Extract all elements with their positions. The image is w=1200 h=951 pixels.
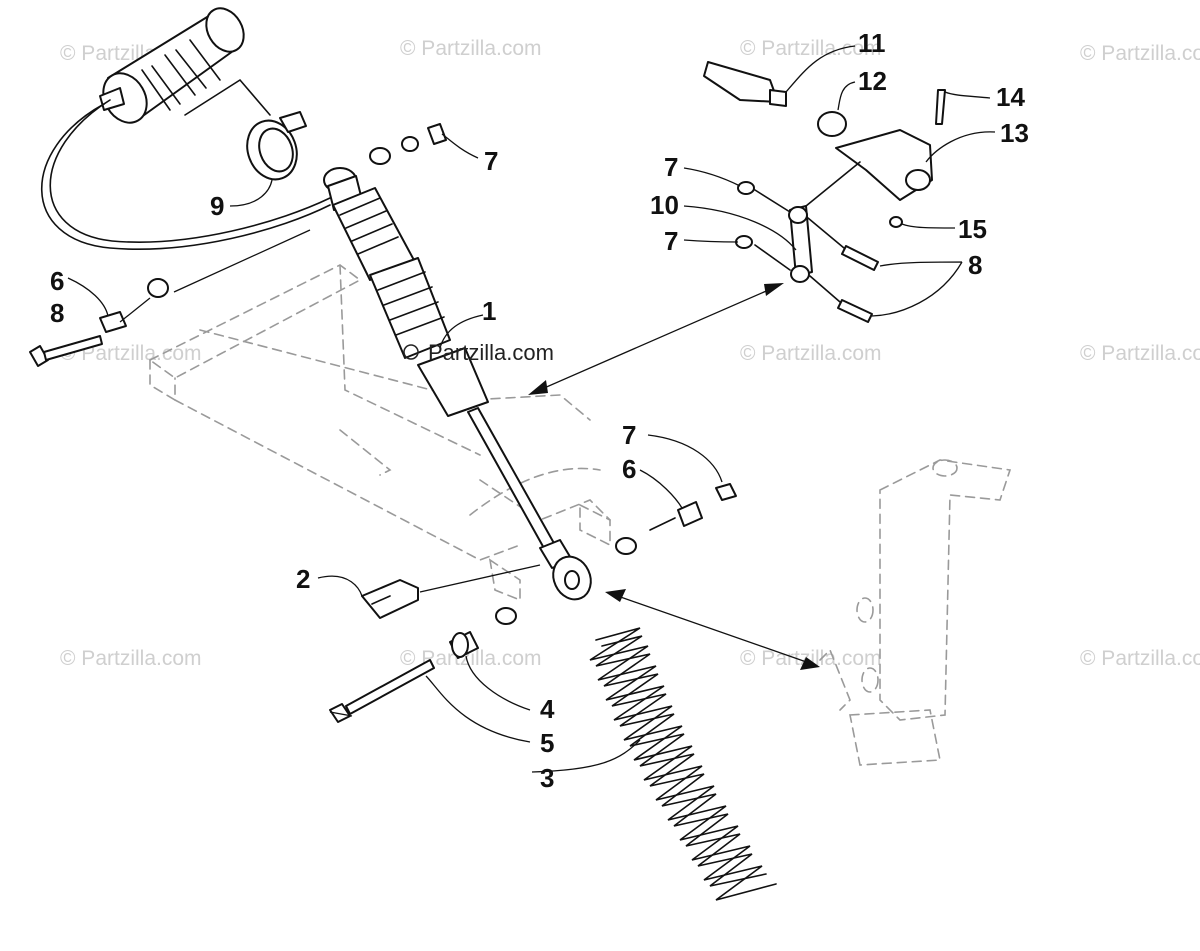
spindle-ghost bbox=[819, 459, 1012, 766]
shock-absorber bbox=[323, 167, 592, 601]
callout-7: 7 bbox=[484, 146, 498, 176]
callout-15: 15 bbox=[958, 214, 987, 244]
callout-8: 8 bbox=[968, 250, 982, 280]
right-pivot-hardware bbox=[615, 483, 737, 555]
callout-9: 9 bbox=[210, 191, 224, 221]
callout-5: 5 bbox=[540, 728, 554, 758]
watermark: © Partzilla.com bbox=[60, 342, 202, 365]
callout-14: 14 bbox=[996, 82, 1025, 112]
callout-7: 7 bbox=[664, 152, 678, 182]
watermark: © Partzilla.com bbox=[740, 37, 882, 60]
callout-12: 12 bbox=[858, 66, 887, 96]
callout-6: 6 bbox=[50, 266, 64, 296]
hose-clamp bbox=[246, 111, 307, 181]
shock-watermark: Partzilla.com bbox=[403, 340, 554, 365]
callout-2: 2 bbox=[296, 564, 310, 594]
callout-10: 10 bbox=[650, 190, 679, 220]
watermark: © Partzilla.com bbox=[400, 647, 542, 670]
shock-reservoir bbox=[99, 7, 271, 124]
a-arm-ghost bbox=[148, 264, 611, 602]
watermark: © Partzilla.com bbox=[740, 342, 882, 365]
reservoir-hose bbox=[41, 99, 331, 250]
leader-lines bbox=[67, 45, 996, 773]
watermark-prominent: Partzilla.com bbox=[428, 340, 554, 365]
watermark: © Partzilla.com bbox=[1080, 42, 1200, 65]
watermarks: © Partzilla.com © Partzilla.com © Partzi… bbox=[60, 37, 1200, 670]
callout-6: 6 bbox=[622, 454, 636, 484]
left-mount-hardware bbox=[29, 278, 169, 367]
watermark: © Partzilla.com bbox=[60, 647, 202, 670]
callout-4: 4 bbox=[540, 694, 555, 724]
sway-bar-link bbox=[703, 61, 946, 323]
callout-8: 8 bbox=[50, 298, 64, 328]
callout-7: 7 bbox=[664, 226, 678, 256]
callout-labels: 1 2 3 4 5 6 6 7 7 7 7 8 8 9 10 11 12 13 … bbox=[50, 28, 1029, 793]
callout-13: 13 bbox=[1000, 118, 1029, 148]
watermark: © Partzilla.com bbox=[400, 37, 542, 60]
callout-11: 11 bbox=[858, 28, 886, 58]
callout-3: 3 bbox=[540, 763, 554, 793]
bracket bbox=[361, 579, 419, 619]
top-mount-hardware bbox=[369, 123, 447, 165]
callout-7: 7 bbox=[622, 420, 636, 450]
watermark: © Partzilla.com bbox=[740, 647, 882, 670]
watermark: © Partzilla.com bbox=[1080, 647, 1200, 670]
coil-spring bbox=[589, 627, 777, 901]
watermark: © Partzilla.com bbox=[1080, 342, 1200, 365]
arrows bbox=[528, 283, 820, 670]
callout-1: 1 bbox=[482, 296, 496, 326]
